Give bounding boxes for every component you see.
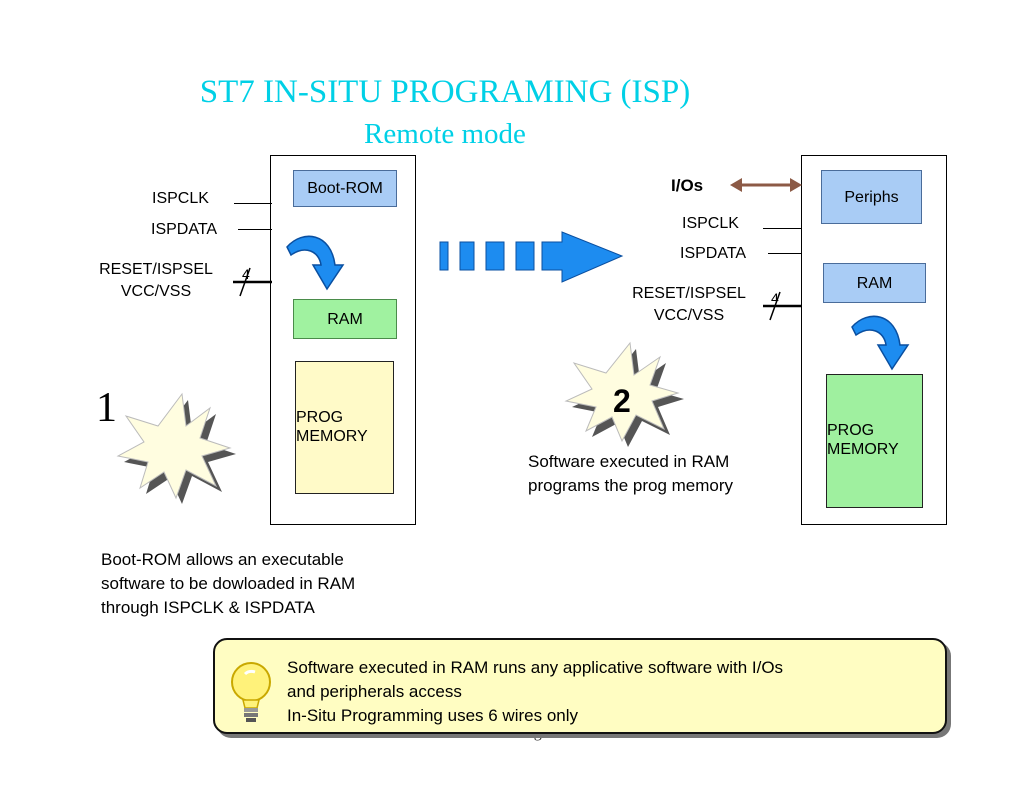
left-caption-line3: through ISPCLK & ISPDATA <box>101 598 315 617</box>
step-1-number: 1 <box>96 385 117 431</box>
right-bus-slash <box>769 291 781 321</box>
right-bus-width: 4 <box>771 290 779 306</box>
left-reset-label: RESET/ISPSEL VCC/VSS <box>94 259 218 303</box>
right-ispclk-wire <box>763 228 802 229</box>
right-ispclk-label: ISPCLK <box>682 215 739 232</box>
right-prog-memory-block: PROG MEMORY <box>826 374 923 508</box>
right-caption-line1: Software executed in RAM <box>528 452 730 471</box>
left-caption: Boot-ROM allows an executable software t… <box>101 548 355 620</box>
right-starburst-icon <box>564 341 684 447</box>
right-vcc-line2: VCC/VSS <box>653 307 725 324</box>
left-prog-label-line2: MEMORY <box>296 428 368 445</box>
left-ispdata-wire <box>238 229 272 230</box>
right-caption-line2: programs the prog memory <box>528 476 734 495</box>
left-bootrom-block: Boot-ROM <box>293 170 397 207</box>
left-ispclk-wire <box>234 203 272 204</box>
left-ram-block: RAM <box>293 299 397 339</box>
right-prog-label-line2: MEMORY <box>827 441 899 458</box>
right-reset-line1: RESET/ISPSEL <box>632 285 746 302</box>
right-ispdata-wire <box>768 253 802 254</box>
right-reset-label: RESET/ISPSEL VCC/VSS <box>624 283 754 327</box>
transition-arrow-icon <box>439 231 624 283</box>
left-starburst-icon <box>116 392 236 504</box>
left-curved-arrow-icon <box>286 235 345 291</box>
left-ispclk-label: ISPCLK <box>152 190 209 207</box>
right-periphs-block: Periphs <box>821 170 922 224</box>
step-2-number: 2 <box>613 383 631 419</box>
page-subtitle: Remote mode <box>364 118 526 150</box>
note-line1: Software executed in RAM runs any applic… <box>287 658 784 677</box>
left-caption-line2: software to be dowloaded in RAM <box>101 574 356 593</box>
left-prog-label-line1: PROG <box>296 409 344 426</box>
io-double-arrow-icon <box>730 178 802 192</box>
lightbulb-icon <box>231 662 271 722</box>
note-line3: In-Situ Programming uses 6 wires only <box>287 706 579 725</box>
right-ram-block: RAM <box>823 263 926 303</box>
right-curved-arrow-icon <box>851 315 910 371</box>
right-ispdata-label: ISPDATA <box>680 245 747 262</box>
left-bus-width: 4 <box>242 266 250 282</box>
left-ispdata-label: ISPDATA <box>151 221 218 238</box>
note-text: Software executed in RAM runs any applic… <box>287 656 783 728</box>
right-prog-label-line1: PROG <box>827 422 875 439</box>
page-title: ST7 IN-SITU PROGRAMING (ISP) <box>199 74 691 110</box>
left-reset-line1: RESET/ISPSEL <box>99 261 213 278</box>
note-line2: and peripherals access <box>287 682 462 701</box>
left-prog-memory-block: PROG MEMORY <box>295 361 394 494</box>
left-vcc-line2: VCC/VSS <box>120 283 192 300</box>
note-box: Software executed in RAM runs any applic… <box>213 638 947 734</box>
right-ios-label: I/Os <box>671 176 704 195</box>
left-caption-line1: Boot-ROM allows an executable <box>101 550 344 569</box>
right-caption: Software executed in RAM programs the pr… <box>528 450 733 498</box>
left-bus-slash <box>239 267 251 297</box>
